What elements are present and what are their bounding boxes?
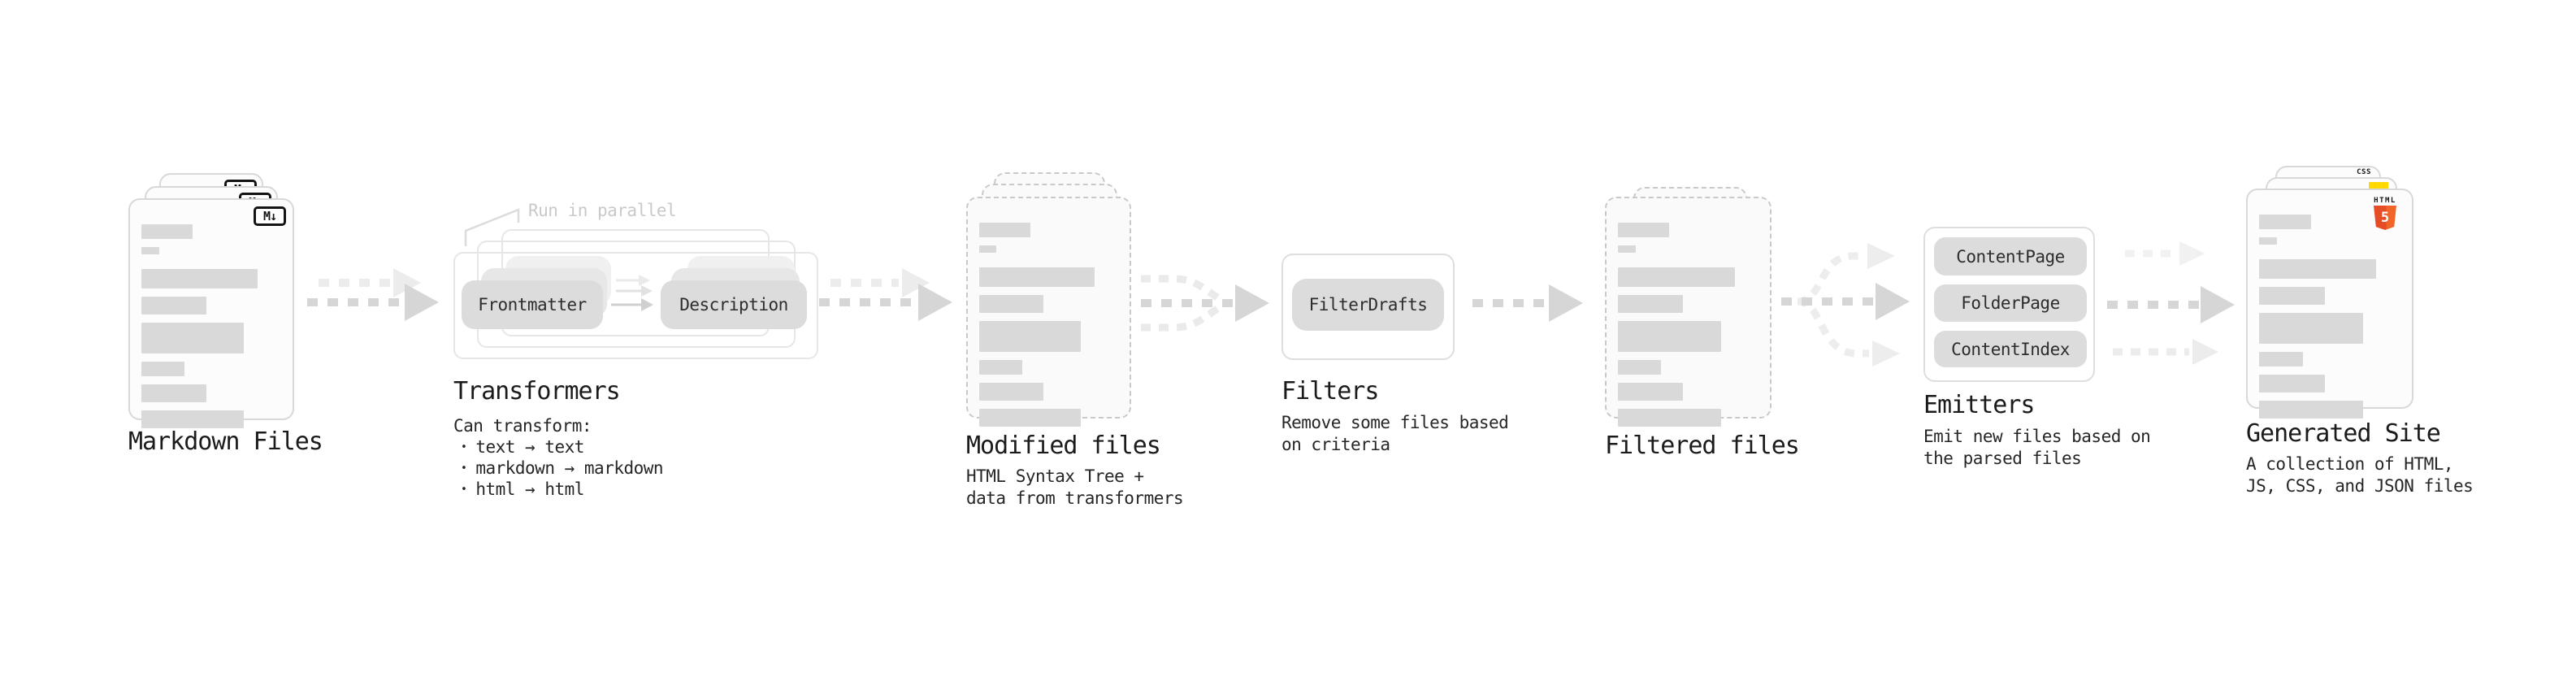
can-transform-title: Can transform: bbox=[453, 416, 592, 436]
css-icon-word: CSS bbox=[2357, 168, 2371, 176]
filterdrafts-pill: FilterDrafts bbox=[1292, 279, 1444, 331]
contentpage-pill: ContentPage bbox=[1934, 237, 2087, 275]
html5-icon: HTML 5 bbox=[2368, 197, 2402, 230]
placeholder-bar bbox=[979, 409, 1082, 427]
placeholder-bar bbox=[979, 383, 1044, 401]
placeholder-bar bbox=[1618, 360, 1662, 375]
markdown-files-label: Markdown Files bbox=[128, 427, 323, 456]
placeholder-bar bbox=[141, 297, 206, 314]
run-in-parallel-annotation: Run in parallel bbox=[528, 201, 677, 220]
contentindex-pill: ContentIndex bbox=[1934, 331, 2087, 367]
placeholder-bar bbox=[2259, 313, 2363, 344]
placeholder-bar bbox=[979, 321, 1082, 352]
modified-files-subtitle: HTML Syntax Tree + data from transformer… bbox=[966, 466, 1184, 508]
folderpage-pill: FolderPage bbox=[1934, 284, 2087, 322]
placeholder-bar bbox=[1618, 267, 1735, 287]
frontmatter-pill: Frontmatter bbox=[462, 280, 603, 329]
placeholder-bar bbox=[1618, 245, 1636, 253]
file-content-placeholder bbox=[1618, 223, 1754, 427]
placeholder-bar bbox=[1618, 223, 1670, 237]
placeholder-bar bbox=[2259, 401, 2363, 419]
placeholder-bar bbox=[979, 223, 1030, 237]
filters-label: Filters bbox=[1281, 377, 1379, 406]
placeholder-bar bbox=[141, 323, 245, 354]
html5-icon-word: HTML bbox=[2374, 197, 2396, 205]
file-card-front bbox=[966, 197, 1131, 427]
transformer-container-front bbox=[453, 252, 818, 359]
placeholder-bar bbox=[2259, 352, 2303, 367]
emitters-container bbox=[1923, 227, 2095, 382]
filtered-files-label: Filtered files bbox=[1605, 432, 1800, 460]
placeholder-bar bbox=[1618, 295, 1684, 313]
placeholder-bar bbox=[141, 384, 206, 402]
emitters-label: Emitters bbox=[1923, 391, 2035, 419]
placeholder-bar bbox=[1618, 321, 1721, 352]
placeholder-bar bbox=[979, 360, 1022, 375]
placeholder-bar bbox=[979, 267, 1095, 287]
file-content-placeholder bbox=[2259, 215, 2396, 419]
placeholder-bar bbox=[2259, 259, 2377, 279]
file-content-placeholder bbox=[141, 224, 276, 428]
emitters-subtitle: Emit new files based on the parsed files bbox=[1923, 427, 2151, 468]
placeholder-bar bbox=[979, 245, 997, 253]
placeholder-bar bbox=[141, 247, 159, 254]
filtered-file-stack bbox=[1605, 187, 1772, 427]
placeholder-bar bbox=[1618, 383, 1684, 401]
markdown-file-stack: M↓ M↓ M↓ bbox=[128, 173, 294, 428]
placeholder-bar bbox=[2259, 237, 2277, 245]
file-card-html: HTML 5 bbox=[2246, 189, 2413, 419]
transform-bullet: html → html bbox=[461, 479, 584, 499]
filters-container bbox=[1281, 254, 1455, 360]
file-card-front bbox=[1605, 197, 1772, 427]
generated-site-subtitle: A collection of HTML, JS, CSS, and JSON … bbox=[2246, 454, 2474, 496]
markdown-icon: M↓ bbox=[254, 206, 286, 226]
placeholder-bar bbox=[1618, 409, 1721, 427]
generated-site-stack: CSS HTML 5 bbox=[2246, 166, 2413, 419]
file-card-front: M↓ bbox=[128, 198, 294, 428]
placeholder-bar bbox=[2259, 215, 2311, 229]
transform-bullet: markdown → markdown bbox=[461, 458, 663, 478]
placeholder-bar bbox=[979, 295, 1044, 313]
placeholder-bar bbox=[141, 269, 258, 288]
placeholder-bar bbox=[141, 224, 193, 239]
filters-subtitle: Remove some files based on criteria bbox=[1281, 413, 1509, 454]
file-content-placeholder bbox=[979, 223, 1113, 427]
html5-icon-shield: 5 bbox=[2374, 206, 2396, 230]
transform-bullet: text → text bbox=[461, 437, 584, 457]
placeholder-bar bbox=[141, 410, 245, 428]
description-pill: Description bbox=[661, 280, 807, 329]
modified-file-stack bbox=[966, 172, 1131, 427]
placeholder-bar bbox=[141, 362, 185, 376]
modified-files-label: Modified files bbox=[966, 432, 1161, 460]
generated-site-label: Generated Site bbox=[2246, 419, 2441, 448]
placeholder-bar bbox=[2259, 287, 2325, 305]
transformers-label: Transformers bbox=[453, 377, 621, 406]
placeholder-bar bbox=[2259, 375, 2325, 393]
